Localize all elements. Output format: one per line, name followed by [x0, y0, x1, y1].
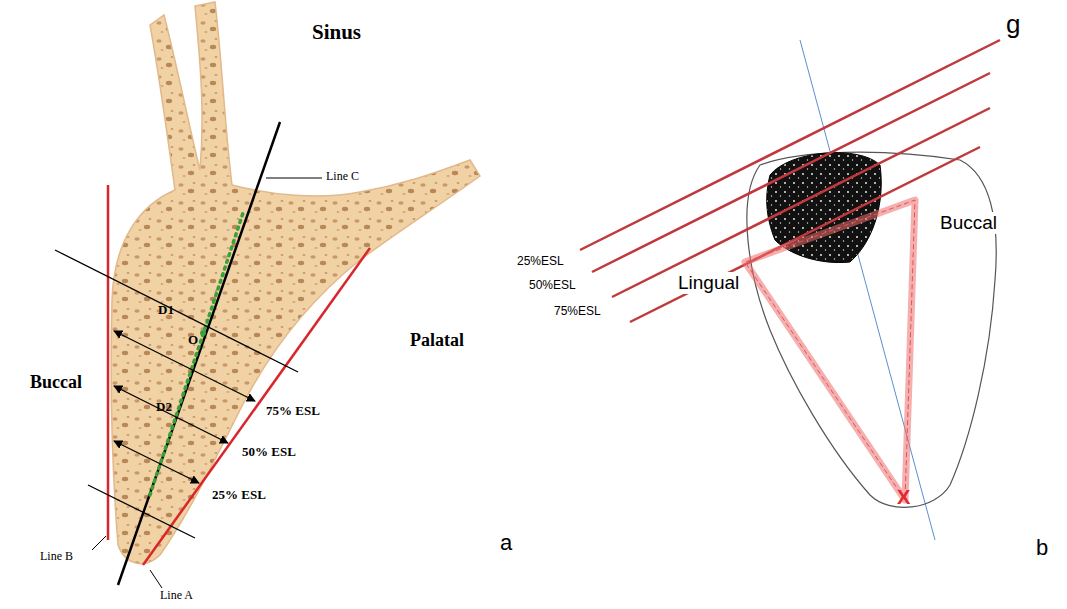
bottom-line [88, 485, 195, 538]
point-name: O [188, 333, 198, 348]
dimension-75 [114, 331, 255, 401]
apex-mark: X [897, 486, 910, 509]
level-label: 25%ESL [515, 255, 566, 269]
panel-letter: b [1036, 535, 1048, 560]
side-name: Lingual [676, 272, 741, 294]
line-b [107, 185, 110, 540]
esl-line [612, 108, 990, 297]
leader-line-b [92, 536, 106, 550]
panel-letter: a [500, 530, 512, 555]
region-name: Sinus [312, 20, 361, 44]
side-name: Palatal [410, 330, 464, 351]
d1-line [55, 250, 298, 372]
level-label: 75%ESL [552, 305, 603, 319]
line-name: g [1006, 10, 1020, 40]
esl-line [630, 147, 980, 322]
alveolar-bone [111, 2, 480, 564]
line-name: Line C [326, 170, 359, 184]
level-label: 25% ESL [212, 488, 266, 503]
point-o [200, 330, 206, 336]
level-label: 75% ESL [266, 404, 320, 419]
leader-line-a [150, 570, 162, 588]
measure-triangle [745, 200, 915, 500]
level-label: 50% ESL [242, 445, 296, 460]
line-name: Line B [40, 550, 73, 564]
esl-line [580, 40, 1000, 250]
leader-line-c [266, 178, 322, 179]
dimension-25 [114, 441, 199, 483]
line-c [118, 122, 280, 585]
dimension-50 [114, 386, 228, 443]
measure-triangle-core [745, 200, 915, 500]
line-a [143, 248, 370, 565]
line-name: Line A [160, 589, 193, 603]
side-name: Buccal [938, 212, 999, 234]
dimension-name: D2 [156, 400, 172, 415]
dimension-name: D1 [158, 303, 174, 318]
green-dotted-line [150, 213, 243, 495]
side-name: Buccal [30, 372, 82, 393]
level-label: 50%ESL [527, 279, 578, 293]
